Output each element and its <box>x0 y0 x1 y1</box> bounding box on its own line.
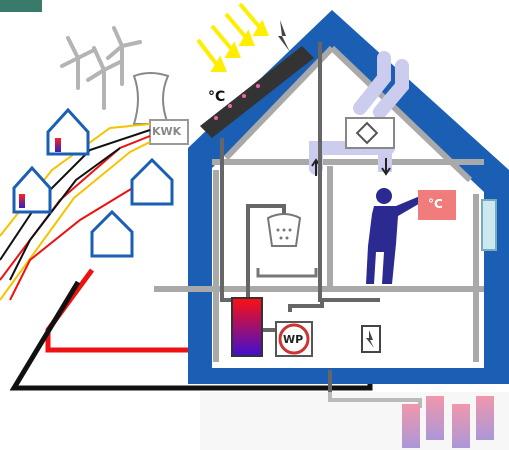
kwk-label: KWK <box>152 125 181 138</box>
wind-turbine-icon <box>62 28 140 108</box>
ground-area <box>200 392 509 450</box>
cooling-tower-icon <box>134 73 168 124</box>
corner-panel <box>0 0 42 12</box>
window <box>482 200 496 250</box>
small-house-1 <box>48 110 88 154</box>
storage-tank <box>232 298 262 356</box>
lightning-icon <box>278 20 290 52</box>
sun-rays-icon <box>198 4 266 70</box>
room-temperature-label: °C <box>428 197 443 211</box>
small-house-3 <box>132 160 172 204</box>
small-house-2 <box>14 168 50 212</box>
heat-pump-label: WP <box>283 333 303 346</box>
small-house-4 <box>92 212 132 256</box>
roof-temperature-label: °C <box>208 89 225 105</box>
